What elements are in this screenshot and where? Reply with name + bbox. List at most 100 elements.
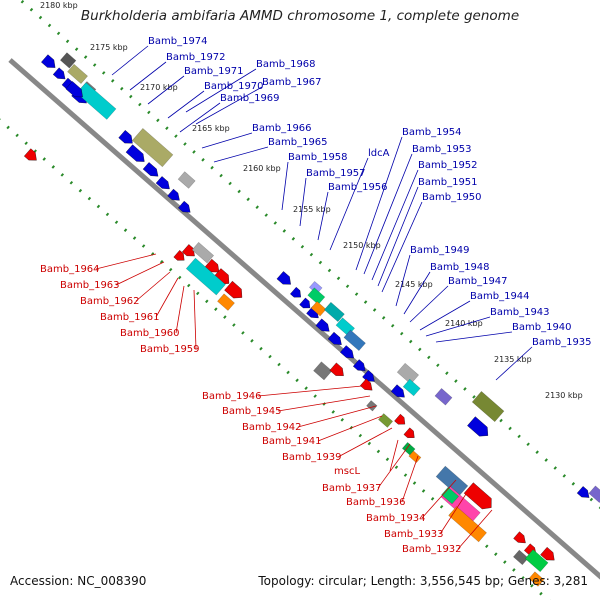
label-leader-line [457, 509, 493, 550]
gene-feature-block [396, 362, 420, 385]
label-leader-line [435, 331, 513, 343]
label-leader-line [401, 455, 419, 503]
forward-gene-arrow [118, 130, 133, 144]
forward-gene-arrow [65, 81, 83, 98]
reverse-gene-arrow [394, 413, 406, 425]
gene-label-top: Bamb_1947 [448, 276, 508, 287]
gene-block-shape [323, 301, 345, 322]
label-leader-line [377, 186, 419, 287]
gene-feature-block [402, 378, 421, 397]
scale-tick-label: 2180 kbp [40, 1, 78, 10]
label-leader-line [213, 146, 269, 163]
gene-label-top: Bamb_1950 [422, 192, 482, 203]
gene-block-shape [366, 400, 378, 412]
gene-arrow-shape [315, 318, 330, 332]
label-leader-line [115, 261, 165, 286]
gene-label-bottom: Bamb_1946 [202, 391, 262, 402]
gene-arrow-shape [276, 271, 291, 285]
gene-block-shape [408, 450, 422, 464]
gene-label-top: Bamb_1968 [256, 59, 316, 70]
label-leader-line [281, 161, 289, 211]
forward-gene-arrow [142, 162, 159, 177]
gene-label-bottom: Bamb_1961 [100, 312, 160, 323]
forward-gene-arrow [299, 297, 311, 309]
label-leader-line [371, 169, 419, 281]
scale-tick-label: 2150 kbp [343, 241, 381, 250]
label-leader-line [257, 385, 363, 397]
gene-arrow-shape [118, 130, 133, 144]
gene-label-top: Bamb_1949 [410, 245, 470, 256]
gene-label-top: Bamb_1958 [288, 152, 348, 163]
gene-label-bottom: Bamb_1932 [402, 544, 462, 555]
label-leader-line [195, 86, 263, 125]
gene-feature-block [76, 82, 117, 120]
gene-feature-block [528, 571, 545, 587]
label-leader-line [129, 61, 167, 91]
scale-tick-label: 2160 kbp [243, 164, 281, 173]
reverse-gene-arrow [329, 362, 344, 376]
chromosome-backbone [8, 58, 600, 580]
forward-gene-arrow [276, 271, 291, 285]
gene-block-shape [310, 301, 327, 317]
gene-block-shape [313, 361, 333, 381]
scale-tick-label: 2135 kbp [494, 355, 532, 364]
reverse-gene-arrow [204, 258, 220, 273]
gene-arrow-shape [327, 331, 342, 345]
scale-tick-label: 2140 kbp [445, 319, 483, 328]
gene-block-shape [524, 549, 549, 573]
gene-label-bottom: Bamb_1939 [282, 452, 342, 463]
label-leader-line [167, 90, 205, 119]
gene-arrow-shape [290, 286, 301, 298]
forward-gene-arrow [178, 200, 191, 213]
label-leader-line [111, 45, 149, 76]
gene-feature-block [448, 506, 487, 543]
reverse-gene-arrow [540, 546, 555, 561]
gene-arrow-shape [299, 297, 311, 309]
reverse-gene-arrow [173, 250, 185, 261]
gene-label-bottom: Bamb_1962 [80, 296, 140, 307]
forward-gene-arrow [125, 144, 145, 162]
gene-label-top: Bamb_1970 [204, 81, 264, 92]
label-leader-line [175, 285, 185, 334]
forward-gene-arrow [467, 416, 489, 437]
gene-block-shape [528, 571, 545, 587]
forward-gene-arrow [327, 331, 342, 345]
gene-label-bottom: Bamb_1937 [322, 483, 382, 494]
gene-block-shape [402, 378, 421, 397]
gene-arrow-shape [142, 162, 159, 177]
page-title: Burkholderia ambifaria AMMD chromosome 1… [80, 8, 520, 24]
gene-arrow-shape [173, 250, 185, 261]
forward-gene-arrow [41, 54, 56, 68]
gene-feature-block [366, 400, 378, 412]
gene-label-top: Bamb_1967 [262, 77, 322, 88]
scale-tick-label: 2170 kbp [140, 83, 178, 92]
gene-feature-block [59, 52, 77, 69]
gene-block-shape [307, 287, 326, 305]
gene-label-top: Bamb_1972 [166, 52, 226, 63]
label-leader-line [179, 102, 221, 133]
gene-feature-block [185, 257, 226, 296]
reverse-gene-arrow [359, 378, 373, 391]
gene-block-shape [217, 293, 235, 311]
label-leader-line [317, 415, 383, 442]
gene-feature-block [191, 241, 215, 264]
gene-arrow-shape [403, 427, 415, 438]
gene-label-bottom: Bamb_1933 [384, 529, 444, 540]
gene-block-shape [435, 465, 469, 497]
gene-label-top: Bamb_1969 [220, 93, 280, 104]
gene-feature-block [401, 442, 416, 456]
gene-feature-block [435, 465, 469, 497]
label-leader-line [201, 132, 253, 149]
gene-feature-block [131, 128, 174, 168]
reverse-gene-arrow [182, 244, 195, 257]
gene-feature-block [588, 485, 600, 503]
label-leader-line [147, 75, 185, 105]
gene-block-shape [471, 391, 505, 423]
gene-arrow-shape [362, 370, 375, 382]
gene-block-shape [177, 171, 196, 189]
gene-arrow-shape [513, 531, 526, 544]
gene-arrow-shape [340, 345, 354, 359]
gene-label-top: Bamb_1935 [532, 337, 592, 348]
gene-feature-block [313, 361, 333, 381]
